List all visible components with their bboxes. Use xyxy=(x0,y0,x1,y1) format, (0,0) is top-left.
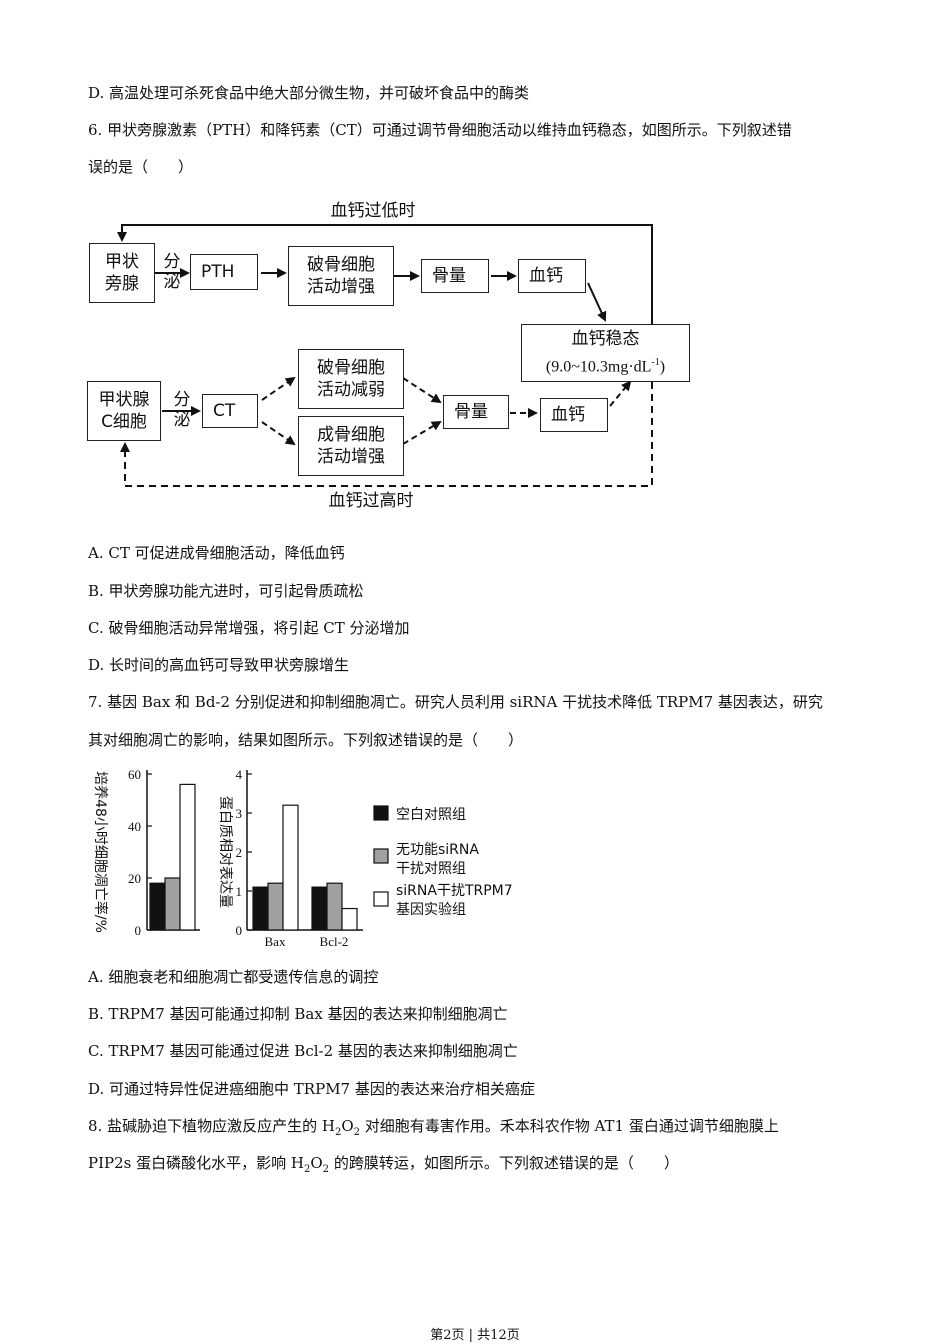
legend-label-experiment-1: siRNA干扰TRPM7 xyxy=(396,883,513,899)
question-6-stem-2: 误的是（ ） xyxy=(88,158,194,176)
question-6-option-c: C. 破骨细胞活动异常增强，将引起 CT 分泌增加 xyxy=(88,619,410,637)
chart2-bar xyxy=(326,882,343,931)
chart1-bar xyxy=(149,882,166,931)
question-7-stem-1: 7. 基因 Bax 和 Bd-2 分别促进和抑制细胞凋亡。研究人员利用 siRN… xyxy=(88,693,823,711)
bone-mass-label-2: 骨量 xyxy=(454,402,488,422)
ct-label: CT xyxy=(213,401,236,421)
q8a-sub-1: 2 xyxy=(334,1127,342,1138)
question-8-stem-2: PIP2s 蛋白磷酸化水平，影响 H2O2 的跨膜转运，如图所示。下列叙述错误的… xyxy=(88,1152,679,1175)
calcium-label-2: 血钙 xyxy=(551,405,585,425)
q8b-text-1: PIP2s 蛋白磷酸化水平，影响 H xyxy=(88,1154,304,1172)
option-d-q5: D. 高温处理可杀死食品中绝大部分微生物，并可破坏食品中的酶类 xyxy=(88,84,530,102)
calcium-homeostasis-box: 血钙稳态 (9.0~10.3mg·dL-1) xyxy=(521,324,690,382)
q8a-text-2: O xyxy=(341,1117,354,1135)
legend-swatch-experiment xyxy=(373,891,389,907)
chart1-bar xyxy=(179,783,196,931)
chart2-tick-label: 0 xyxy=(236,923,243,938)
question-6-option-d: D. 长时间的高血钙可导致甲状旁腺增生 xyxy=(88,656,350,674)
chart2-bar xyxy=(311,886,328,931)
calcium-increase-box: 血钙 xyxy=(518,259,586,293)
homeostasis-range-text: (9.0~10.3mg·dL xyxy=(545,358,652,376)
chart2-bar xyxy=(252,886,269,931)
question-7-stem-2: 其对细胞凋亡的影响，结果如图所示。下列叙述错误的是（ ） xyxy=(88,731,524,749)
secrete-label-2: 分 泌 xyxy=(173,390,191,430)
q8b-text-2: O xyxy=(310,1154,323,1172)
bone-mass-decrease-box: 骨量 xyxy=(421,259,489,293)
q8b-sub-2: 2 xyxy=(322,1164,330,1175)
low-calcium-label: 血钙过低时 xyxy=(330,201,416,221)
thyroid-c-cell-box: 甲状腺 C细胞 xyxy=(87,381,161,441)
q8b-sub-1: 2 xyxy=(303,1164,311,1175)
chart2-bar xyxy=(282,804,299,931)
question-7-option-b: B. TRPM7 基因可能通过抑制 Bax 基因的表达来抑制细胞凋亡 xyxy=(88,1005,508,1023)
chart1-tick-label: 20 xyxy=(128,871,141,886)
homeostasis-title: 血钙稳态 xyxy=(571,328,640,349)
osteoblast-increase-box: 成骨细胞 活动增强 xyxy=(298,416,404,476)
chart2-category-label: Bcl-2 xyxy=(320,934,349,949)
calcium-decrease-box: 血钙 xyxy=(540,398,608,432)
parathyroid-box: 甲状 旁腺 xyxy=(89,243,155,303)
chart1-tick-label: 40 xyxy=(128,819,141,834)
legend-label-experiment-2: 基因实验组 xyxy=(396,901,466,918)
secrete-label-1: 分 泌 xyxy=(163,252,181,292)
page-footer: 第2页 | 共12页 xyxy=(430,1328,520,1343)
chart2-category-label: Bax xyxy=(265,934,286,949)
q8a-text-3: 对细胞有毒害作用。禾本科农作物 AT1 蛋白通过调节细胞膜上 xyxy=(360,1117,779,1135)
chart2-tick-label: 4 xyxy=(236,767,243,782)
chart1-y-label: 培养48小时细胞凋亡率/% xyxy=(92,771,109,933)
q8a-text-1: 8. 盐碱胁迫下植物应激反应产生的 H xyxy=(88,1117,335,1135)
legend-label-nonfunctional-1: 无功能siRNA xyxy=(396,842,479,858)
chart2-bar xyxy=(341,907,358,931)
high-calcium-label: 血钙过高时 xyxy=(328,491,414,511)
pth-box: PTH xyxy=(190,254,258,290)
osteoclast-decrease-box: 破骨细胞 活动减弱 xyxy=(298,349,404,409)
chart2-y-label: 蛋白质相对表达量 xyxy=(217,796,233,908)
chart1-tick-label: 0 xyxy=(135,923,142,938)
chart1-bar xyxy=(164,877,181,931)
legend-label-blank: 空白对照组 xyxy=(396,807,466,823)
pth-label: PTH xyxy=(201,262,235,282)
calcium-label-1: 血钙 xyxy=(529,266,563,286)
chart2-tick-label: 2 xyxy=(236,845,243,860)
legend-label-nonfunctional-2: 干扰对照组 xyxy=(396,861,466,877)
q8a-sub-2: 2 xyxy=(353,1127,360,1138)
question-6-stem-1: 6. 甲状旁腺激素（PTH）和降钙素（CT）可通过调节骨细胞活动以维持血钙稳态，… xyxy=(88,121,792,139)
question-7-option-c: C. TRPM7 基因可能通过促进 Bcl-2 基因的表达来抑制细胞凋亡 xyxy=(88,1042,518,1060)
q8b-text-3: 的跨膜转运，如图所示。下列叙述错误的是（ ） xyxy=(329,1154,679,1172)
chart1-tick-label: 60 xyxy=(128,767,141,782)
question-7-option-a: A. 细胞衰老和细胞凋亡都受遗传信息的调控 xyxy=(88,968,379,986)
bone-mass-increase-box: 骨量 xyxy=(443,395,509,429)
osteoclast-increase-box: 破骨细胞 活动增强 xyxy=(288,246,394,306)
chart2-tick-label: 3 xyxy=(236,806,243,821)
question-6-option-a: A. CT 可促进成骨细胞活动，降低血钙 xyxy=(88,544,345,562)
bone-mass-label-1: 骨量 xyxy=(432,266,466,286)
question-8-stem-1: 8. 盐碱胁迫下植物应激反应产生的 H2O2 对细胞有毒害作用。禾本科农作物 A… xyxy=(88,1115,779,1138)
legend-swatch-nonfunctional xyxy=(373,848,389,864)
question-6-option-b: B. 甲状旁腺功能亢进时，可引起骨质疏松 xyxy=(88,582,364,600)
question-7-option-d: D. 可通过特异性促进癌细胞中 TRPM7 基因的表达来治疗相关癌症 xyxy=(88,1080,535,1098)
homeostasis-range: (9.0~10.3mg·dL-1) xyxy=(545,356,666,376)
ct-box: CT xyxy=(202,394,258,428)
chart2-bar xyxy=(267,882,284,931)
homeostasis-range-exp: -1 xyxy=(651,356,660,368)
chart2-tick-label: 1 xyxy=(236,884,243,899)
legend-swatch-blank xyxy=(373,805,389,821)
